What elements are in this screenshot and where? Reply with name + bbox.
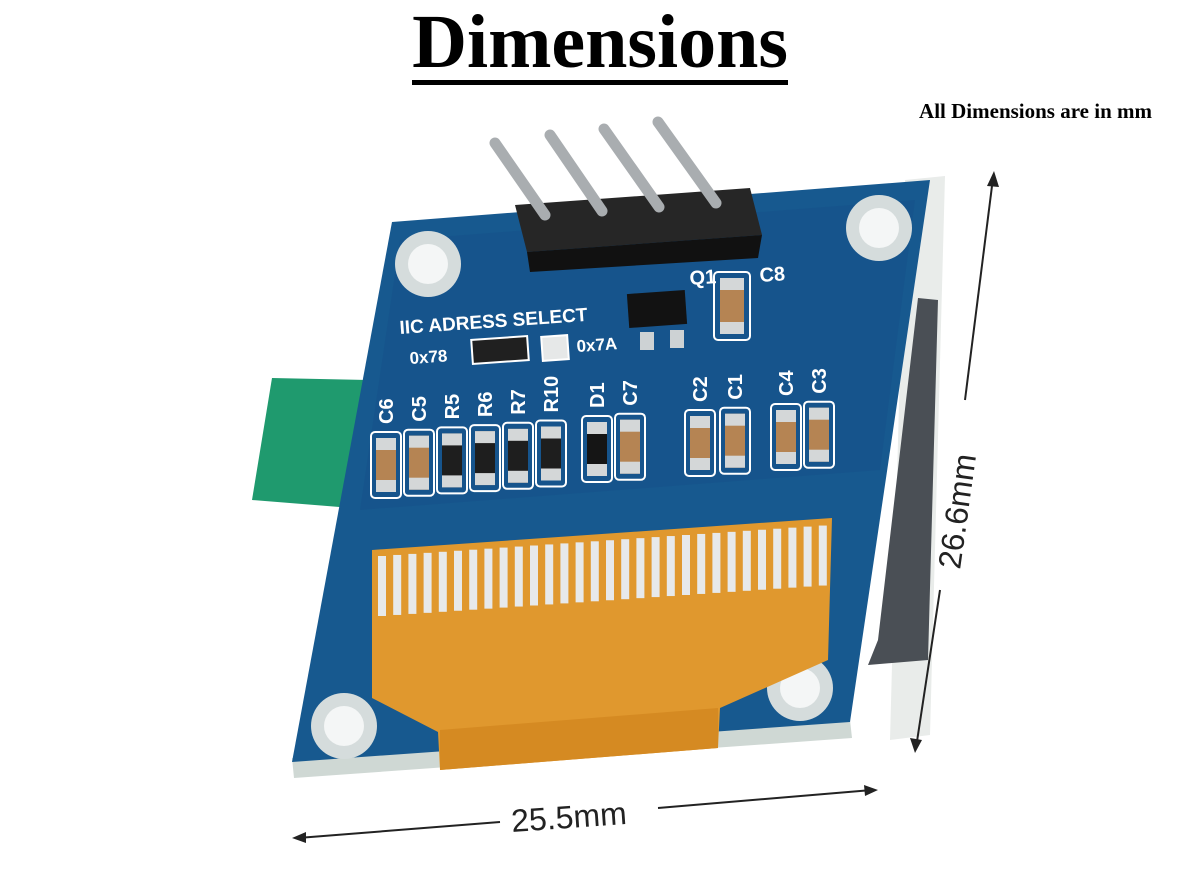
header-pin-4 bbox=[652, 116, 722, 209]
width-dimension-line bbox=[292, 785, 878, 843]
flex-pin bbox=[651, 537, 660, 598]
oled-glass-side bbox=[868, 298, 938, 665]
height-dimension-line bbox=[910, 171, 999, 753]
flex-pin bbox=[818, 525, 827, 586]
flex-pin bbox=[666, 536, 675, 597]
flex-pin bbox=[606, 540, 614, 601]
component-c6 bbox=[370, 431, 402, 499]
label-c2: C2 bbox=[690, 376, 712, 402]
flex-pin bbox=[438, 551, 447, 612]
component-r10 bbox=[535, 419, 567, 488]
flex-pin bbox=[469, 549, 478, 610]
capacitor-c8 bbox=[713, 271, 751, 341]
label-q1: Q1 bbox=[689, 266, 717, 290]
component-c3 bbox=[803, 400, 835, 469]
label-r7: R7 bbox=[508, 389, 530, 415]
flex-pin bbox=[530, 545, 538, 606]
flex-pin bbox=[484, 548, 493, 609]
flex-pin bbox=[423, 552, 432, 613]
label-address-0x78: 0x78 bbox=[409, 346, 448, 368]
flex-pin bbox=[545, 544, 554, 605]
flex-pin bbox=[454, 550, 462, 611]
label-c1: C1 bbox=[725, 374, 747, 400]
flex-pin bbox=[727, 531, 736, 592]
component-row: C6 C5 R5 R6 R7 R10 D1 C7 C2 C1 C4 C3 bbox=[370, 368, 835, 499]
component-c7 bbox=[614, 412, 646, 481]
units-note: All Dimensions are in mm bbox=[919, 99, 1152, 123]
flex-pin bbox=[575, 542, 584, 603]
label-c8: C8 bbox=[759, 263, 786, 287]
flex-pin bbox=[499, 547, 508, 608]
flex-pin bbox=[560, 543, 569, 604]
component-c4 bbox=[770, 403, 802, 471]
label-c7: C7 bbox=[620, 380, 642, 406]
label-c4: C4 bbox=[776, 370, 798, 396]
label-address-0x7a: 0x7A bbox=[576, 334, 618, 356]
flex-cable bbox=[372, 518, 832, 770]
flex-cable-pins bbox=[378, 525, 827, 616]
label-r6: R6 bbox=[475, 392, 497, 418]
flex-pin bbox=[408, 553, 417, 614]
component-r5 bbox=[436, 426, 468, 495]
flex-pin bbox=[788, 527, 797, 588]
pin-header bbox=[489, 116, 762, 272]
protective-film-tab bbox=[252, 378, 368, 508]
height-label: 26.6mm bbox=[931, 451, 983, 570]
header-pin-1 bbox=[489, 137, 551, 221]
header-pin-2 bbox=[544, 129, 608, 217]
page-title: Dimensions bbox=[412, 0, 788, 85]
flex-pin bbox=[758, 529, 766, 590]
flex-pin bbox=[803, 526, 812, 587]
component-r7 bbox=[502, 421, 534, 490]
transistor-q1 bbox=[626, 290, 688, 350]
header-pin-3 bbox=[598, 123, 665, 213]
flex-pin bbox=[773, 528, 782, 589]
label-c5: C5 bbox=[409, 396, 431, 422]
flex-pin bbox=[514, 546, 523, 607]
component-r6 bbox=[469, 424, 501, 493]
flex-pin bbox=[697, 533, 706, 594]
flex-pin bbox=[742, 530, 751, 591]
label-d1: D1 bbox=[587, 382, 609, 408]
mounting-hole-top-right bbox=[846, 195, 912, 261]
label-c3: C3 bbox=[809, 368, 831, 394]
component-c1 bbox=[719, 406, 751, 475]
flex-pin bbox=[590, 541, 599, 602]
flex-pin bbox=[712, 532, 721, 593]
component-c2 bbox=[684, 409, 716, 477]
flex-pin bbox=[682, 535, 690, 595]
label-r5: R5 bbox=[442, 394, 464, 420]
flex-pin bbox=[636, 538, 645, 599]
label-r10: R10 bbox=[541, 376, 563, 413]
flex-pin bbox=[378, 556, 386, 616]
component-c5 bbox=[403, 428, 435, 497]
width-label: 25.5mm bbox=[510, 795, 628, 839]
mounting-hole-bottom-left bbox=[311, 693, 377, 759]
mounting-hole-top-left bbox=[395, 231, 461, 297]
address-resistor bbox=[470, 335, 530, 365]
flex-pin bbox=[393, 554, 402, 615]
label-c6: C6 bbox=[376, 398, 398, 424]
component-d1 bbox=[581, 415, 613, 483]
address-pad bbox=[540, 334, 570, 362]
flex-pin bbox=[621, 539, 630, 600]
